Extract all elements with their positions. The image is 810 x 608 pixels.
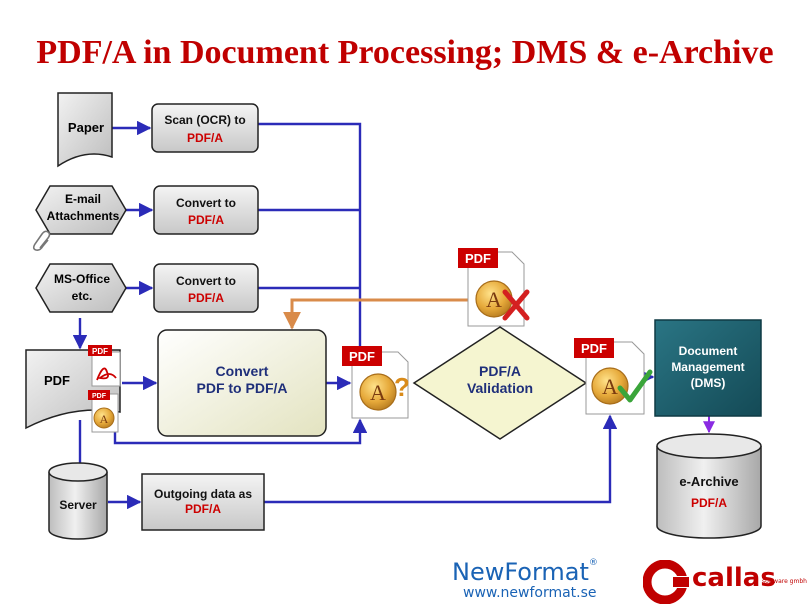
archive-cylinder (656, 433, 762, 539)
validation-label-1: PDF/A (479, 363, 521, 379)
cross-icon (502, 289, 530, 321)
newformat-url[interactable]: www.newformat.se (463, 585, 597, 601)
paper-doc-shape (57, 92, 113, 168)
pdfa-small-icon: PDF A (88, 390, 119, 433)
svg-text:A: A (486, 287, 502, 312)
convert-email-box (153, 185, 259, 235)
scan-label-1: Scan (OCR) to (164, 113, 245, 127)
archive-label-1: e-Archive (679, 474, 738, 489)
callas-name: callas (692, 563, 776, 593)
convert-pdf-box (157, 329, 327, 437)
svg-text:A: A (100, 412, 109, 426)
newformat-name: NewFormat (452, 558, 589, 586)
pdfa-valid-icon: PDF A (574, 338, 653, 415)
paperclip-icon (32, 230, 51, 251)
svg-text:PDF: PDF (349, 349, 375, 364)
callas-subtitle: software gmbh (762, 578, 807, 585)
dms-box (654, 319, 762, 417)
callas-logo-icon (643, 560, 691, 604)
newformat-logo: NewFormat® (452, 558, 598, 586)
dms-label-3: (DMS) (691, 376, 726, 390)
registered-mark: ® (588, 558, 598, 568)
pdfa-unknown-icon: PDF A ? (342, 346, 410, 419)
scan-box (151, 103, 259, 153)
msoffice-shape (35, 263, 127, 313)
archive-label-2: PDF/A (691, 496, 727, 510)
svg-text:A: A (370, 380, 386, 405)
line-outgoing-to-check (264, 414, 618, 504)
convert-office-label-1: Convert to (176, 274, 236, 288)
convert-email-label-2: PDF/A (188, 213, 224, 227)
outgoing-box (141, 473, 265, 531)
outgoing-label-2: PDF/A (185, 502, 221, 516)
svg-text:A: A (602, 374, 618, 399)
svg-text:PDF: PDF (581, 341, 607, 356)
email-label-2: Attachments (47, 209, 120, 223)
check-icon (617, 369, 653, 403)
line-pdfa-bypass (113, 418, 368, 445)
connectors (72, 120, 655, 510)
convert-email-label-1: Convert to (176, 196, 236, 210)
dms-label-1: Document (679, 344, 738, 358)
acrobat-pdf-icon: PDF (88, 345, 121, 387)
msoffice-label-1: MS-Office (54, 272, 110, 286)
server-label: Server (59, 498, 97, 512)
svg-text:PDF: PDF (92, 393, 107, 400)
validation-label-2: Validation (467, 380, 533, 396)
outgoing-label-1: Outgoing data as (154, 487, 252, 501)
arrow-validation-fail-feedback (283, 298, 470, 330)
convert-pdf-label-2: PDF to PDF/A (197, 380, 288, 396)
svg-text:PDF: PDF (92, 347, 108, 356)
msoffice-label-2: etc. (72, 289, 93, 303)
pdfa-rejected-icon: PDF A (458, 248, 530, 327)
convert-office-label-2: PDF/A (188, 291, 224, 305)
scan-label-2: PDF/A (187, 131, 223, 145)
line-scan-out (258, 122, 368, 362)
paper-label: Paper (68, 120, 104, 135)
dms-label-2: Management (671, 360, 744, 374)
question-mark-icon: ? (394, 372, 410, 402)
email-label-1: E-mail (65, 192, 101, 206)
convert-pdf-label-1: Convert (216, 363, 269, 379)
page-title: PDF/A in Document Processing; DMS & e-Ar… (36, 34, 774, 71)
server-cylinder (48, 462, 108, 540)
pdf-label: PDF (44, 373, 70, 388)
svg-text:PDF: PDF (465, 251, 491, 266)
convert-office-box (153, 263, 259, 313)
